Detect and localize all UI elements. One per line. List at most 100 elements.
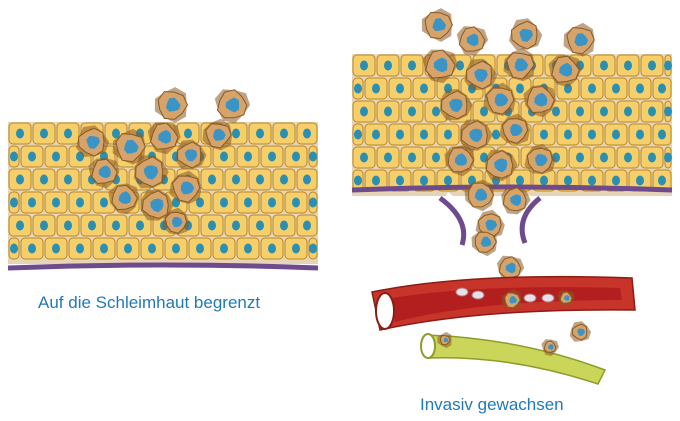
- cell-nucleus: [636, 175, 644, 186]
- panel-invasive-growth: [351, 8, 673, 385]
- cell-nucleus: [664, 152, 672, 163]
- cell-nucleus: [492, 129, 500, 140]
- cell-nucleus: [480, 106, 488, 117]
- cell-nucleus: [360, 152, 368, 163]
- cell-nucleus: [384, 152, 392, 163]
- cell-nucleus: [372, 129, 380, 140]
- cell-nucleus: [384, 106, 392, 117]
- cell-nucleus: [444, 129, 452, 140]
- tumor-nucleus: [454, 153, 468, 166]
- cell-nucleus: [52, 151, 60, 162]
- cell-nucleus: [16, 128, 24, 139]
- cell-nucleus: [354, 175, 362, 186]
- cell-nucleus: [396, 175, 404, 186]
- cell-nucleus: [268, 197, 276, 208]
- caption-confined-to-mucosa: Auf die Schleimhaut begrenzt: [38, 293, 261, 312]
- cell-nucleus: [112, 220, 120, 231]
- cell-nucleus: [516, 83, 524, 94]
- cell-nucleus: [172, 243, 180, 254]
- blood-cell: [455, 287, 469, 297]
- tumor-nucleus: [534, 92, 548, 107]
- cell-nucleus: [303, 174, 311, 185]
- tumor-nucleus: [559, 62, 573, 77]
- cell-nucleus: [208, 174, 216, 185]
- cell-nucleus: [564, 129, 572, 140]
- tumor-nucleus: [124, 139, 139, 154]
- cell-nucleus: [648, 106, 656, 117]
- cell-nucleus: [636, 129, 644, 140]
- cell-nucleus: [268, 151, 276, 162]
- tumor-nucleus: [548, 344, 554, 350]
- cell-nucleus: [408, 60, 416, 71]
- tumor-nucleus: [474, 69, 488, 83]
- cell-nucleus: [10, 243, 18, 254]
- tumor-nucleus: [449, 98, 463, 113]
- tumor-nucleus: [535, 154, 548, 167]
- basement-membrane: [7, 262, 319, 271]
- cell-nucleus: [372, 175, 380, 186]
- cell-nucleus: [64, 220, 72, 231]
- cell-nucleus: [600, 106, 608, 117]
- cell-nucleus: [516, 175, 524, 186]
- tumor-nucleus: [150, 198, 164, 213]
- cell-nucleus: [10, 151, 18, 162]
- cell-nucleus: [384, 60, 392, 71]
- cell-nucleus: [100, 197, 108, 208]
- cell-nucleus: [220, 197, 228, 208]
- cell-nucleus: [112, 128, 120, 139]
- tumor-nucleus: [514, 58, 529, 72]
- cell-nucleus: [64, 174, 72, 185]
- cell-nucleus: [256, 220, 264, 231]
- cell-nucleus: [396, 129, 404, 140]
- tumor-nucleus: [510, 124, 523, 136]
- cell-nucleus: [40, 220, 48, 231]
- cell-nucleus: [303, 128, 311, 139]
- cell-nucleus: [624, 152, 632, 163]
- cell-nucleus: [232, 128, 240, 139]
- cell-nucleus: [540, 129, 548, 140]
- cell-nucleus: [588, 83, 596, 94]
- tumor-nucleus: [432, 18, 447, 32]
- cell-nucleus: [292, 151, 300, 162]
- tumor-nucleus: [213, 128, 226, 141]
- cell-nucleus: [309, 243, 317, 254]
- cell-nucleus: [408, 106, 416, 117]
- cell-nucleus: [396, 83, 404, 94]
- cell-nucleus: [658, 129, 666, 140]
- cell-nucleus: [28, 197, 36, 208]
- tumor-nucleus: [184, 149, 198, 162]
- tumor-nucleus: [86, 135, 100, 149]
- cell-nucleus: [432, 106, 440, 117]
- invasion-gap: [440, 192, 535, 250]
- cell-nucleus: [624, 60, 632, 71]
- tumor-nucleus: [485, 219, 498, 231]
- cell-nucleus: [16, 220, 24, 231]
- cell-nucleus: [588, 175, 596, 186]
- cell-nucleus: [360, 60, 368, 71]
- cell-nucleus: [658, 175, 666, 186]
- cell-nucleus: [88, 220, 96, 231]
- tumor-nucleus: [118, 191, 131, 204]
- cell-nucleus: [76, 197, 84, 208]
- cell-nucleus: [576, 106, 584, 117]
- cell-nucleus: [456, 60, 464, 71]
- tumor-nucleus: [574, 33, 589, 47]
- cell-nucleus: [444, 175, 452, 186]
- cell-nucleus: [372, 83, 380, 94]
- tumor-nucleus: [577, 328, 585, 336]
- cell-nucleus: [600, 60, 608, 71]
- broken-membrane-left: [438, 195, 467, 246]
- cell-nucleus: [292, 197, 300, 208]
- cell-nucleus: [432, 152, 440, 163]
- cell-nucleus: [303, 220, 311, 231]
- cell-nucleus: [232, 174, 240, 185]
- tumor-nucleus: [480, 236, 492, 247]
- cell-nucleus: [28, 151, 36, 162]
- tumor-nucleus: [433, 57, 448, 73]
- cell-nucleus: [280, 220, 288, 231]
- panel-mucosa-confined: [7, 87, 319, 271]
- cell-nucleus: [420, 129, 428, 140]
- cell-nucleus: [658, 83, 666, 94]
- tumor-nucleus: [172, 217, 183, 228]
- cell-nucleus: [408, 152, 416, 163]
